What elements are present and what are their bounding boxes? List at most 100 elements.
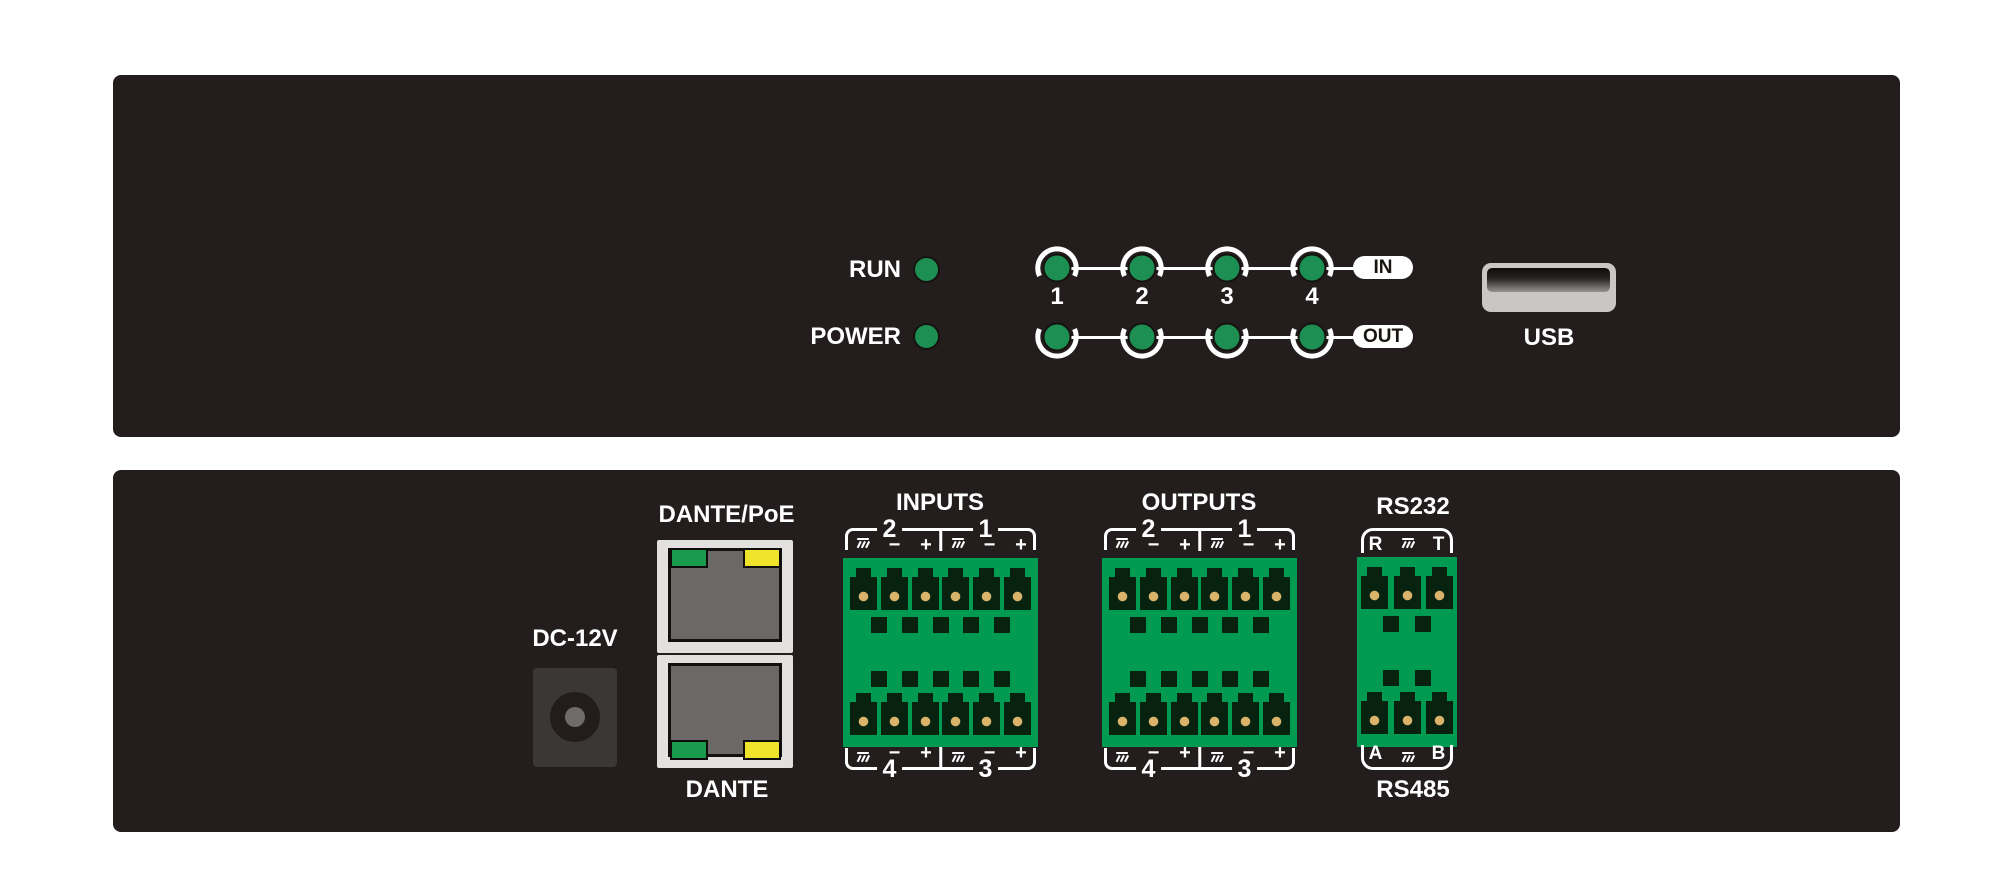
channel-divider bbox=[938, 747, 943, 768]
contact-slot bbox=[1222, 671, 1239, 687]
contact-slot bbox=[932, 617, 949, 633]
in-led-2 bbox=[1120, 246, 1164, 290]
channel-number: 4 bbox=[876, 756, 903, 782]
terminal-row bbox=[1102, 568, 1297, 610]
terminal-socket bbox=[880, 568, 908, 610]
contact-slot bbox=[1415, 616, 1431, 632]
terminal-row bbox=[1357, 692, 1457, 734]
usb-label: USB bbox=[1523, 324, 1575, 351]
dc-jack-pin bbox=[565, 707, 585, 727]
channel-number: 4 bbox=[1135, 756, 1162, 782]
ground-icon bbox=[1400, 749, 1416, 764]
inputs-title: INPUTS bbox=[895, 489, 984, 516]
terminal-socket bbox=[1361, 692, 1388, 734]
plus-label: + bbox=[920, 534, 932, 556]
ground-icon bbox=[1209, 749, 1225, 764]
contact-slot bbox=[994, 617, 1010, 633]
serial-terminal-block bbox=[1357, 557, 1457, 747]
contact-slot bbox=[932, 671, 949, 687]
outputs-top-bracket: − + − + 2 1 bbox=[1104, 515, 1295, 555]
channel-divider bbox=[1197, 530, 1202, 551]
plus-label: + bbox=[920, 742, 932, 764]
terminal-socket bbox=[1003, 568, 1031, 610]
b-pin-label: B bbox=[1431, 743, 1446, 764]
rs485-bracket: A B bbox=[1361, 743, 1453, 770]
contact-slot bbox=[1160, 617, 1177, 633]
inputs-top-bracket: − + − + 2 1 bbox=[845, 515, 1036, 555]
channel-number-4: 4 bbox=[1305, 283, 1319, 310]
terminal-socket bbox=[1201, 693, 1229, 735]
dante-poe-port bbox=[657, 540, 793, 653]
terminal-socket bbox=[942, 568, 970, 610]
channel-number: 2 bbox=[1135, 515, 1162, 542]
channel-divider bbox=[938, 530, 943, 551]
dc-power-label: DC-12V bbox=[532, 625, 618, 652]
minus-label: − bbox=[983, 742, 996, 764]
dc-power-jack bbox=[533, 668, 617, 767]
in-led-4 bbox=[1290, 246, 1334, 290]
plus-label: + bbox=[1274, 534, 1286, 556]
terminal-socket bbox=[942, 693, 970, 735]
contact-slot bbox=[1253, 671, 1269, 687]
dante-label: DANTE bbox=[685, 776, 769, 803]
minus-label: − bbox=[1147, 742, 1160, 764]
in-led-1 bbox=[1035, 246, 1079, 290]
channel-number-2: 2 bbox=[1135, 283, 1149, 310]
channel-divider bbox=[1197, 747, 1202, 768]
activity-led-yellow bbox=[743, 548, 781, 568]
ground-icon bbox=[1400, 535, 1416, 550]
outputs-title: OUTPUTS bbox=[1141, 489, 1257, 516]
ground-icon bbox=[855, 535, 871, 550]
channel-number: 1 bbox=[972, 515, 999, 542]
contact-slot bbox=[1130, 671, 1146, 687]
dante-poe-label: DANTE/PoE bbox=[658, 501, 795, 528]
ground-icon bbox=[1114, 749, 1130, 764]
usb-slot bbox=[1487, 268, 1610, 292]
channel-number-1: 1 bbox=[1050, 283, 1064, 310]
terminal-socket bbox=[1361, 567, 1388, 609]
minus-label: − bbox=[1242, 534, 1255, 556]
channel-number: 3 bbox=[1231, 756, 1258, 782]
rs232-bracket: R T bbox=[1361, 528, 1453, 554]
contact-slot bbox=[1222, 617, 1239, 633]
terminal-row bbox=[843, 568, 1038, 610]
contact-slot-row bbox=[1357, 616, 1457, 632]
channel-number-3: 3 bbox=[1220, 283, 1234, 310]
link-led-green bbox=[670, 548, 708, 568]
plus-label: + bbox=[1179, 742, 1191, 764]
inputs-terminal-block bbox=[843, 558, 1038, 747]
run-label: RUN bbox=[849, 256, 901, 283]
minus-label: − bbox=[888, 534, 901, 556]
terminal-socket bbox=[1426, 567, 1453, 609]
plus-label: + bbox=[1015, 534, 1027, 556]
in-row-badge: IN bbox=[1353, 256, 1413, 279]
contact-slot bbox=[1130, 617, 1146, 633]
link-led-green bbox=[670, 740, 708, 760]
plus-label: + bbox=[1015, 742, 1027, 764]
terminal-socket bbox=[911, 568, 939, 610]
in-led-3 bbox=[1205, 246, 1249, 290]
terminal-socket bbox=[1139, 693, 1167, 735]
rear-panel: DC-12V DANTE/PoE DANTE INPUTS − + − + bbox=[113, 470, 1900, 832]
plus-label: + bbox=[1179, 534, 1191, 556]
terminal-socket bbox=[850, 568, 877, 610]
contact-slot-row bbox=[843, 617, 1038, 633]
terminal-socket bbox=[1393, 692, 1421, 734]
minus-label: − bbox=[1147, 534, 1160, 556]
terminal-socket bbox=[1170, 693, 1198, 735]
channel-number: 3 bbox=[972, 756, 999, 782]
out-row-badge: OUT bbox=[1353, 325, 1413, 348]
terminal-socket bbox=[1201, 568, 1229, 610]
terminal-socket bbox=[1232, 568, 1260, 610]
contact-slot bbox=[901, 671, 918, 687]
rs232-title: RS232 bbox=[1376, 493, 1450, 520]
terminal-socket bbox=[1262, 568, 1290, 610]
contact-slot bbox=[1191, 617, 1208, 633]
minus-label: − bbox=[888, 742, 901, 764]
outputs-bottom-bracket: − + − + 4 3 bbox=[1104, 743, 1295, 782]
contact-slot bbox=[901, 617, 918, 633]
a-pin-label: A bbox=[1368, 743, 1383, 764]
usb-port bbox=[1482, 263, 1616, 312]
channel-number: 2 bbox=[876, 515, 903, 542]
terminal-socket bbox=[1426, 692, 1453, 734]
